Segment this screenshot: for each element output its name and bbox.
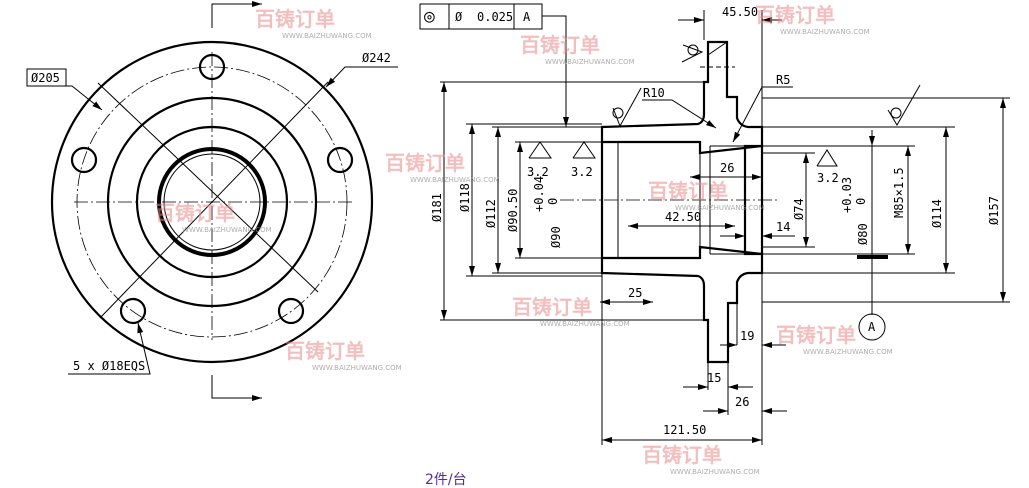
dim-phi80: Ø80 bbox=[856, 223, 870, 245]
watermark-url: WWW.BAIZHUWANG.COM bbox=[540, 320, 630, 328]
rough-left-2: 3.2 bbox=[571, 165, 593, 179]
dim-19: 19 bbox=[740, 329, 754, 343]
watermark-brand: 百铸订单 bbox=[385, 151, 465, 175]
roughness-symbols bbox=[528, 44, 921, 167]
diag-line-2 bbox=[99, 81, 329, 319]
watermark-url: WWW.BAIZHUWANG.COM bbox=[182, 226, 272, 234]
phi242-label: Ø242 bbox=[362, 51, 391, 65]
watermark-url: WWW.BAIZHUWANG.COM bbox=[803, 348, 893, 356]
watermark-brand: 百铸订单 bbox=[285, 339, 365, 363]
front-view: Ø205 Ø242 5 x Ø18EQS bbox=[26, 1, 398, 401]
concentricity-icon: ◎ bbox=[424, 6, 435, 27]
dim-phi112: Ø112 bbox=[484, 199, 498, 228]
dim-26-bottom: 26 bbox=[735, 395, 749, 409]
watermark-url: WWW.BAIZHUWANG.COM bbox=[282, 32, 372, 40]
holes-leader bbox=[68, 322, 151, 375]
dim-phi118: Ø118 bbox=[458, 183, 472, 212]
tol-value: 0.025 bbox=[477, 10, 513, 24]
tol-leader bbox=[542, 15, 569, 127]
dim-phi90: Ø90 bbox=[549, 226, 563, 248]
phi242-leader bbox=[325, 66, 398, 88]
dim-phi90-50: Ø90.50 bbox=[506, 189, 520, 232]
dim-r10: R10 bbox=[643, 86, 665, 100]
tol90-upper: +0.04 bbox=[532, 176, 546, 212]
dim-phi74: Ø74 bbox=[792, 198, 806, 220]
datum-a-label: A bbox=[868, 320, 876, 334]
dim-25: 25 bbox=[628, 286, 642, 300]
diag-line-1 bbox=[97, 82, 319, 293]
outer-circle bbox=[50, 40, 374, 364]
bolt-hole bbox=[277, 297, 305, 325]
tol80-lower: 0 bbox=[854, 198, 868, 205]
datum-a-circle bbox=[858, 313, 886, 341]
tol-datum: A bbox=[523, 10, 531, 24]
dim-45-50: 45.50 bbox=[722, 5, 758, 19]
dim-14: 14 bbox=[776, 220, 790, 234]
quantity-note: 2件/台 bbox=[425, 472, 467, 488]
dim-121-50: 121.50 bbox=[663, 423, 706, 437]
bolt-hole bbox=[70, 146, 98, 174]
dim-phi181: Ø181 bbox=[430, 193, 444, 222]
watermark-url: WWW.BAIZHUWANG.COM bbox=[545, 58, 635, 66]
watermarks: 百铸订单 WWW.BAIZHUWANG.COM 百铸订单 WWW.BAIZHUW… bbox=[155, 3, 893, 476]
watermark-brand: 百铸订单 bbox=[155, 201, 235, 225]
phi205-leader bbox=[27, 85, 103, 111]
watermark-brand: 百铸订单 bbox=[776, 323, 856, 347]
section-arrow-bottom bbox=[211, 375, 262, 401]
bolt-hole bbox=[198, 53, 226, 81]
bolt-hole bbox=[119, 297, 147, 325]
tolerance-frame: ◎ Ø 0.025 A bbox=[419, 3, 569, 127]
watermark-url: WWW.BAIZHUWANG.COM bbox=[312, 364, 402, 372]
tol-diameter-symbol: Ø bbox=[455, 10, 463, 24]
section-upper bbox=[600, 40, 764, 155]
bolt-hole bbox=[326, 146, 354, 174]
dim-42-50: 42.50 bbox=[665, 210, 701, 224]
watermark-brand: 百铸订单 bbox=[255, 7, 335, 31]
rough-left-1: 3.2 bbox=[527, 165, 549, 179]
dim-phi114: Ø114 bbox=[930, 199, 944, 228]
watermark-brand: 百铸订单 bbox=[520, 33, 600, 57]
dim-15: 15 bbox=[707, 371, 721, 385]
section-view: A 45.50 R10 R5 26 42.50 14 3.2 3.2 3.2 2… bbox=[430, 5, 1010, 445]
dim-r5: R5 bbox=[776, 73, 790, 87]
watermark-url: WWW.BAIZHUWANG.COM bbox=[780, 28, 870, 36]
watermark-url: WWW.BAIZHUWANG.COM bbox=[675, 204, 765, 212]
section-arrow-top bbox=[211, 1, 262, 28]
watermark-brand: 百铸订单 bbox=[512, 295, 592, 319]
watermark-brand: 百铸订单 bbox=[755, 3, 835, 27]
phi205-label: Ø205 bbox=[31, 71, 60, 85]
bolt-holes bbox=[70, 53, 354, 325]
watermark-url: WWW.BAIZHUWANG.COM bbox=[410, 176, 500, 184]
dim-m85: M85×1.5 bbox=[892, 167, 906, 218]
dim-phi157: Ø157 bbox=[987, 196, 1001, 225]
section-lower bbox=[600, 245, 764, 364]
holes-note: 5 x Ø18EQS bbox=[73, 359, 145, 373]
rough-right: 3.2 bbox=[817, 171, 839, 185]
tol80-upper: +0.03 bbox=[840, 177, 854, 213]
watermark-url: WWW.BAIZHUWANG.COM bbox=[670, 468, 760, 476]
watermark-brand: 百铸订单 bbox=[642, 443, 722, 467]
dim-26-top: 26 bbox=[720, 161, 734, 175]
watermark-brand: 百铸订单 bbox=[648, 179, 728, 203]
tol90-lower: 0 bbox=[546, 198, 560, 205]
